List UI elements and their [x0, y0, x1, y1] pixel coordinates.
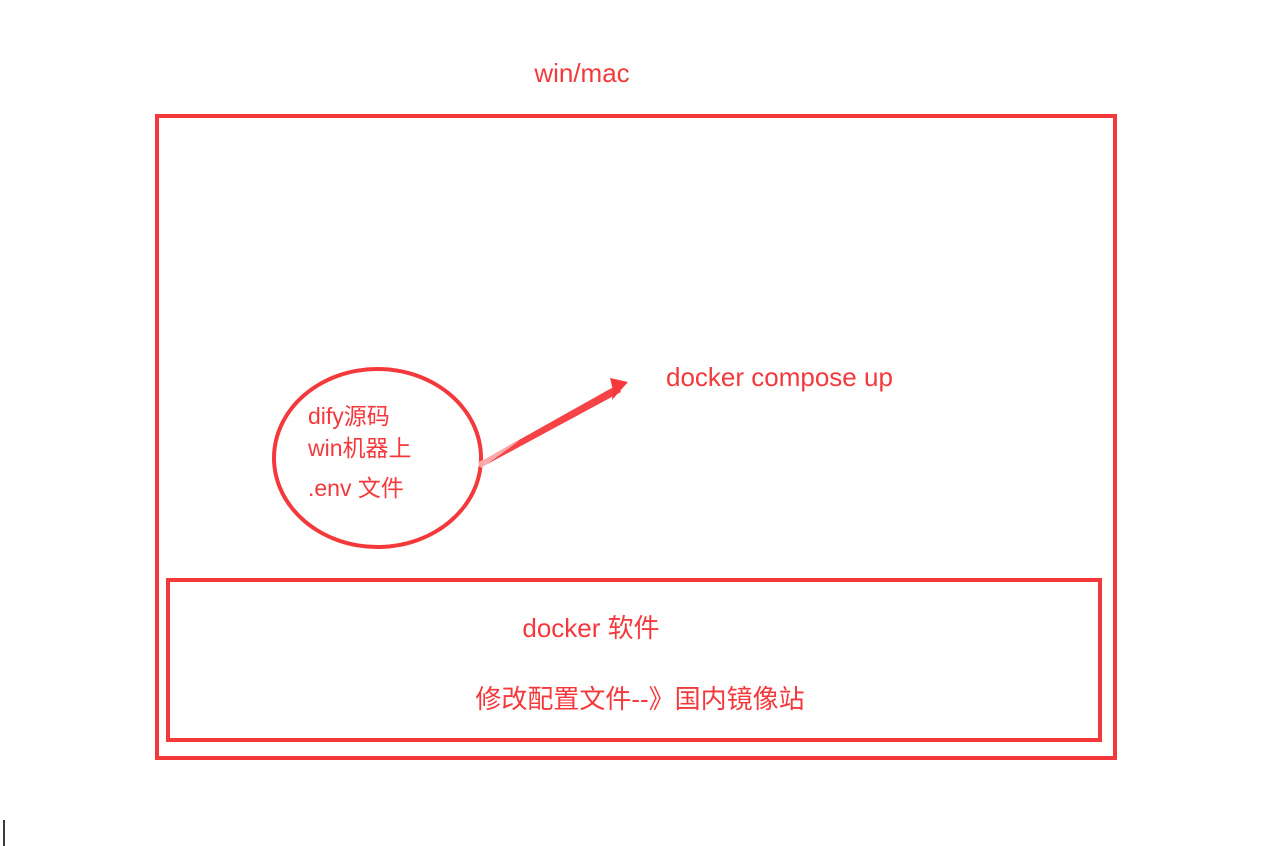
docker-software-box [166, 578, 1102, 742]
host-machine-boundary-box [155, 114, 1117, 760]
docker-software-label: docker 软件 [522, 613, 660, 643]
docker-compose-up-label: docker compose up [666, 362, 893, 392]
mirror-config-label: 修改配置文件--》国内镜像站 [475, 684, 805, 714]
circle-label-line-3: .env 文件 [308, 475, 404, 501]
circle-label-line-1: dify源码 [308, 403, 390, 429]
circle-label-line-2: win机器上 [308, 435, 412, 461]
compose-up-arrow [475, 378, 628, 468]
diagram-title: win/mac [534, 58, 630, 88]
text-caret [3, 820, 5, 846]
dify-source-circle-label: dify源码 win机器上 .env 文件 [272, 400, 483, 504]
dify-source-circle-node [272, 367, 483, 549]
